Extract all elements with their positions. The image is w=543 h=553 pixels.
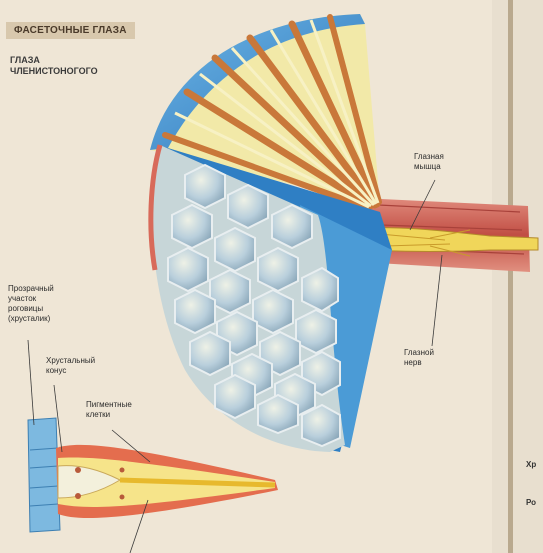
label-pigment-cells: Пигментные клетки [86, 400, 132, 420]
label-crystal-cone: Хрустальный конус [46, 356, 95, 376]
label-optic-nerve: Глазной нерв [404, 348, 434, 368]
section-subtitle: ГЛАЗА ЧЛЕНИСТОНОГОГО [10, 55, 98, 77]
label-transparent-cornea: Прозрачный участок роговицы (хрусталик) [8, 284, 54, 324]
edge-fragment-2: Ро [526, 498, 536, 507]
section-title: ФАСЕТОЧНЫЕ ГЛАЗА [6, 22, 135, 39]
edge-fragment-1: Хр [526, 460, 536, 469]
single-ommatidium [28, 418, 278, 532]
label-eye-muscle: Глазная мышца [414, 152, 444, 172]
